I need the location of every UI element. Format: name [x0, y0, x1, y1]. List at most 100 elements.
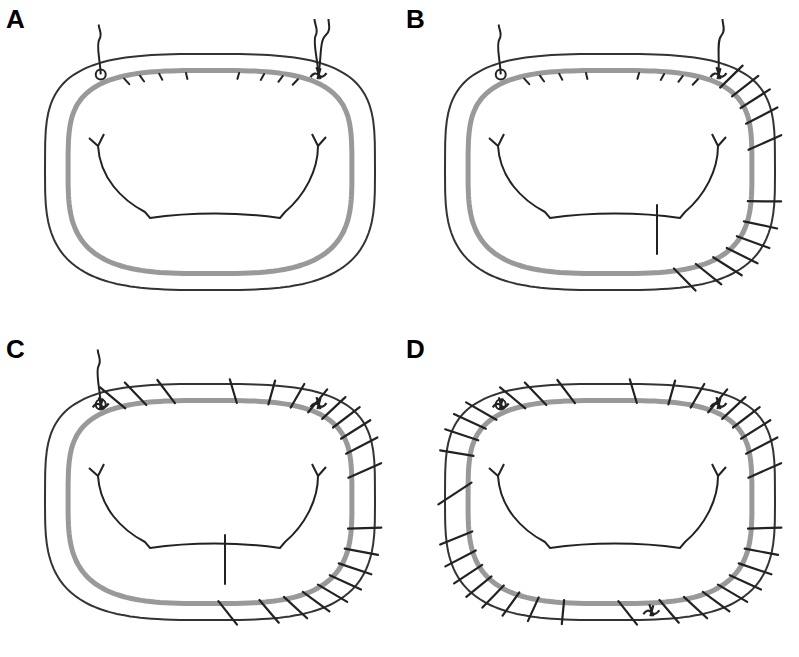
annulus-ring	[68, 71, 352, 274]
needle-mark	[540, 76, 544, 82]
running-stitch	[741, 89, 770, 108]
running-stitch	[345, 549, 378, 555]
guide-line	[224, 535, 226, 584]
running-stitch	[744, 221, 777, 228]
suture-thread	[98, 24, 101, 74]
running-stitch	[737, 236, 769, 248]
panel-letter: C	[6, 336, 25, 362]
annulus-ring	[468, 71, 752, 274]
running-stitch	[500, 387, 525, 408]
annulus-ring	[68, 401, 352, 604]
running-stitch	[346, 438, 377, 454]
running-stitch	[330, 575, 361, 589]
annulus-ring	[468, 401, 752, 604]
running-stitch	[348, 528, 381, 529]
running-stitch	[691, 384, 705, 408]
running-stitch	[218, 601, 237, 625]
guide-line	[656, 205, 658, 254]
running-stitch	[440, 450, 473, 456]
needle-mark	[693, 79, 698, 85]
panel-letter: D	[406, 336, 425, 362]
panel-letter: B	[406, 6, 425, 32]
suture-thread	[314, 19, 318, 74]
needle-mark	[237, 73, 239, 79]
running-stitch	[482, 586, 503, 608]
needle-mark	[186, 73, 187, 79]
running-stitch	[630, 379, 637, 403]
needle-mark	[278, 76, 282, 82]
needle-mark	[678, 76, 682, 82]
leaflet-outline	[89, 134, 326, 218]
running-stitch	[445, 551, 475, 567]
needle-mark	[586, 73, 587, 79]
running-stitch	[745, 549, 778, 555]
running-stitch	[528, 597, 539, 621]
running-stitch	[713, 257, 742, 275]
running-stitch	[333, 407, 360, 427]
running-stitch	[100, 387, 125, 408]
leaflet-outline	[489, 134, 726, 218]
suture-thread	[498, 24, 501, 74]
running-stitch	[618, 601, 637, 625]
running-stitch	[748, 463, 781, 478]
running-stitch	[732, 76, 758, 97]
suture-thread	[318, 19, 329, 74]
running-stitch	[696, 264, 721, 284]
tissue-outline	[445, 54, 775, 290]
running-stitch	[503, 593, 520, 616]
running-stitch	[125, 383, 147, 405]
running-stitch	[748, 528, 781, 529]
running-stitch	[308, 389, 327, 412]
suture-knot	[93, 397, 109, 409]
suture-knot	[643, 604, 659, 616]
needle-mark	[637, 73, 639, 79]
running-stitch	[557, 380, 575, 403]
needle-mark	[159, 74, 162, 80]
running-stitch	[259, 600, 278, 623]
running-stitch	[562, 600, 564, 624]
panel-letter: A	[6, 6, 25, 32]
running-stitch	[303, 592, 330, 612]
running-stitch	[348, 463, 381, 478]
suture-thread	[718, 19, 723, 74]
needle-mark	[293, 79, 298, 85]
running-stitch	[445, 429, 478, 440]
needle-mark	[559, 74, 562, 80]
running-stitch	[322, 397, 345, 419]
running-stitch	[157, 380, 175, 403]
running-stitch	[741, 420, 770, 439]
running-stitch	[746, 438, 777, 454]
running-stitch	[454, 565, 482, 584]
running-stitch	[230, 379, 237, 403]
running-stitch	[727, 248, 758, 263]
needle-mark	[261, 74, 264, 80]
running-stitch	[674, 269, 696, 291]
running-stitch	[730, 575, 761, 589]
suture-knot	[493, 397, 509, 409]
running-stitch	[659, 600, 678, 623]
running-stitch	[708, 389, 727, 412]
suture-thread	[97, 349, 100, 404]
running-stitch	[733, 407, 760, 427]
running-stitch	[668, 381, 675, 405]
tissue-outline	[445, 384, 775, 620]
running-stitch	[466, 576, 491, 597]
needle-mark	[124, 79, 129, 85]
running-stitch	[718, 585, 747, 602]
running-stitch	[291, 384, 305, 408]
tissue-outline	[45, 384, 375, 620]
running-stitch	[746, 108, 777, 124]
running-stitch	[684, 597, 707, 618]
needle-mark	[140, 76, 144, 82]
leaflet-outline	[89, 464, 326, 548]
running-stitch	[438, 483, 471, 505]
running-stitch	[749, 135, 782, 150]
running-stitch	[739, 563, 772, 574]
running-stitch	[341, 420, 370, 439]
running-stitch	[284, 597, 307, 618]
running-stitch	[339, 563, 372, 574]
needle-mark	[661, 74, 664, 80]
running-stitch	[703, 592, 730, 612]
running-stitch	[720, 66, 743, 88]
running-stitch	[454, 414, 486, 429]
